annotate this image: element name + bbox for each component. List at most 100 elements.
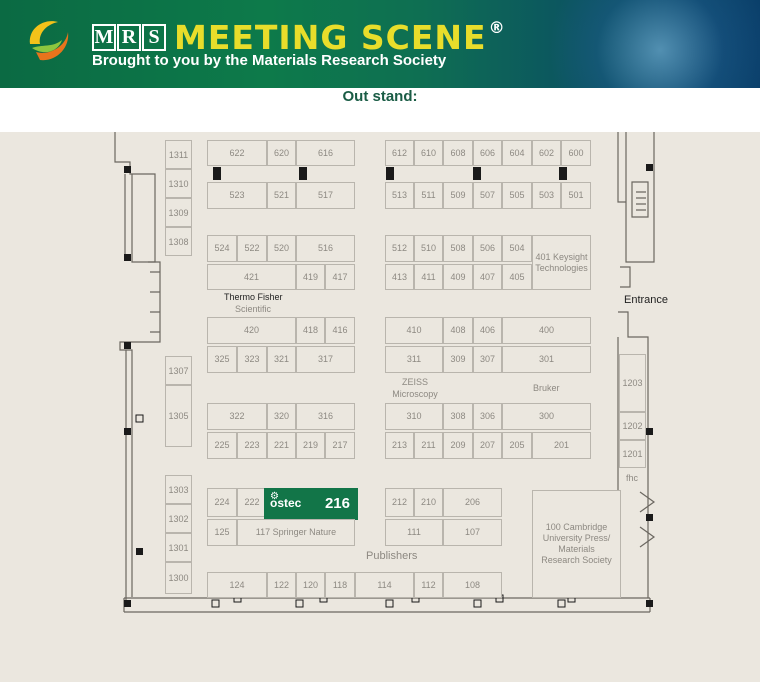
booth[interactable]: 610 [414, 140, 443, 166]
booth[interactable]: 417 [325, 264, 355, 290]
booth[interactable]: 224 [207, 488, 237, 517]
booth[interactable]: 419 [296, 264, 325, 290]
booth[interactable]: 504 [502, 235, 532, 262]
booth-cambridge[interactable]: 100 Cambridge University Press/ Material… [532, 490, 621, 598]
booth[interactable]: 408 [443, 317, 473, 344]
booth[interactable]: 604 [502, 140, 532, 166]
booth[interactable]: 209 [443, 432, 473, 459]
booth[interactable]: 1300 [165, 562, 192, 594]
booth[interactable]: 201 [532, 432, 591, 459]
booth[interactable]: 506 [473, 235, 502, 262]
booth[interactable]: 602 [532, 140, 561, 166]
booth[interactable]: 620 [267, 140, 296, 166]
booth[interactable]: 1201 [619, 440, 646, 468]
booth[interactable]: 212 [385, 488, 414, 517]
booth[interactable]: 310 [385, 403, 443, 430]
booth[interactable]: 1302 [165, 504, 192, 533]
booth[interactable]: 122 [267, 572, 296, 598]
booth[interactable]: 1309 [165, 198, 192, 227]
booth[interactable]: 317 [296, 346, 355, 373]
booth[interactable]: 508 [443, 235, 473, 262]
booth[interactable]: 1311 [165, 140, 192, 169]
booth[interactable]: 606 [473, 140, 502, 166]
booth[interactable]: 206 [443, 488, 502, 517]
booth[interactable]: 306 [473, 403, 502, 430]
booth[interactable]: 522 [237, 235, 267, 262]
booth[interactable]: 210 [414, 488, 443, 517]
booth[interactable]: 512 [385, 235, 414, 262]
booth[interactable]: 111 [385, 519, 443, 546]
booth[interactable]: 1307 [165, 356, 192, 385]
booth[interactable]: 114 [355, 572, 414, 598]
booth[interactable]: 511 [414, 182, 443, 209]
booth[interactable]: 207 [473, 432, 502, 459]
booth[interactable]: 516 [296, 235, 355, 262]
booth[interactable]: 120 [296, 572, 325, 598]
booth[interactable]: 1303 [165, 475, 192, 504]
booth[interactable]: 416 [325, 317, 355, 344]
booth[interactable]: 1305 [165, 385, 192, 447]
booth[interactable]: 221 [267, 432, 296, 459]
booth[interactable]: 300 [502, 403, 591, 430]
booth[interactable]: 513 [385, 182, 414, 209]
booth[interactable]: 223 [237, 432, 267, 459]
booth[interactable]: 410 [385, 317, 443, 344]
booth[interactable]: 124 [207, 572, 267, 598]
booth[interactable]: 112 [414, 572, 443, 598]
booth[interactable]: 320 [267, 403, 296, 430]
booth-keysight[interactable]: 401 Keysight Technologies [532, 235, 591, 290]
booth[interactable]: 1203 [619, 354, 646, 412]
booth[interactable]: 118 [325, 572, 355, 598]
booth[interactable]: 307 [473, 346, 502, 373]
booth[interactable]: 225 [207, 432, 237, 459]
highlighted-booth-ostec[interactable]: ⚙ ostec 216 [264, 488, 358, 520]
booth[interactable]: 524 [207, 235, 237, 262]
booth[interactable]: 503 [532, 182, 561, 209]
booth[interactable]: 520 [267, 235, 296, 262]
booth[interactable]: 608 [443, 140, 473, 166]
booth[interactable]: 1301 [165, 533, 192, 562]
booth[interactable]: 308 [443, 403, 473, 430]
booth[interactable]: 411 [414, 264, 443, 290]
booth[interactable]: 107 [443, 519, 502, 546]
booth[interactable]: 1202 [619, 412, 646, 440]
booth[interactable]: 409 [443, 264, 473, 290]
booth[interactable]: 612 [385, 140, 414, 166]
booth[interactable]: 622 [207, 140, 267, 166]
booth[interactable]: 117 Springer Nature [237, 519, 355, 546]
booth[interactable]: 219 [296, 432, 325, 459]
booth[interactable]: 507 [473, 182, 502, 209]
booth[interactable]: 407 [473, 264, 502, 290]
booth[interactable]: 325 [207, 346, 237, 373]
booth[interactable]: 1310 [165, 169, 192, 198]
booth[interactable]: 405 [502, 264, 532, 290]
booth[interactable]: 418 [296, 317, 325, 344]
booth[interactable]: 517 [296, 182, 355, 209]
booth[interactable]: 421 [207, 264, 296, 290]
booth[interactable]: 400 [502, 317, 591, 344]
booth[interactable]: 301 [502, 346, 591, 373]
booth[interactable]: 125 [207, 519, 237, 546]
booth[interactable]: 222 [237, 488, 267, 517]
booth[interactable]: 406 [473, 317, 502, 344]
booth[interactable]: 108 [443, 572, 502, 598]
booth[interactable]: 510 [414, 235, 443, 262]
booth[interactable]: 1308 [165, 227, 192, 256]
booth[interactable]: 509 [443, 182, 473, 209]
booth[interactable]: 523 [207, 182, 267, 209]
booth[interactable]: 413 [385, 264, 414, 290]
booth[interactable]: 501 [561, 182, 591, 209]
booth[interactable]: 321 [267, 346, 296, 373]
booth[interactable]: 600 [561, 140, 591, 166]
booth[interactable]: 316 [296, 403, 355, 430]
booth[interactable]: 322 [207, 403, 267, 430]
booth[interactable]: 521 [267, 182, 296, 209]
booth[interactable]: 420 [207, 317, 296, 344]
booth[interactable]: 213 [385, 432, 414, 459]
booth[interactable]: 616 [296, 140, 355, 166]
booth[interactable]: 323 [237, 346, 267, 373]
booth[interactable]: 211 [414, 432, 443, 459]
booth[interactable]: 311 [385, 346, 443, 373]
booth[interactable]: 205 [502, 432, 532, 459]
booth[interactable]: 217 [325, 432, 355, 459]
